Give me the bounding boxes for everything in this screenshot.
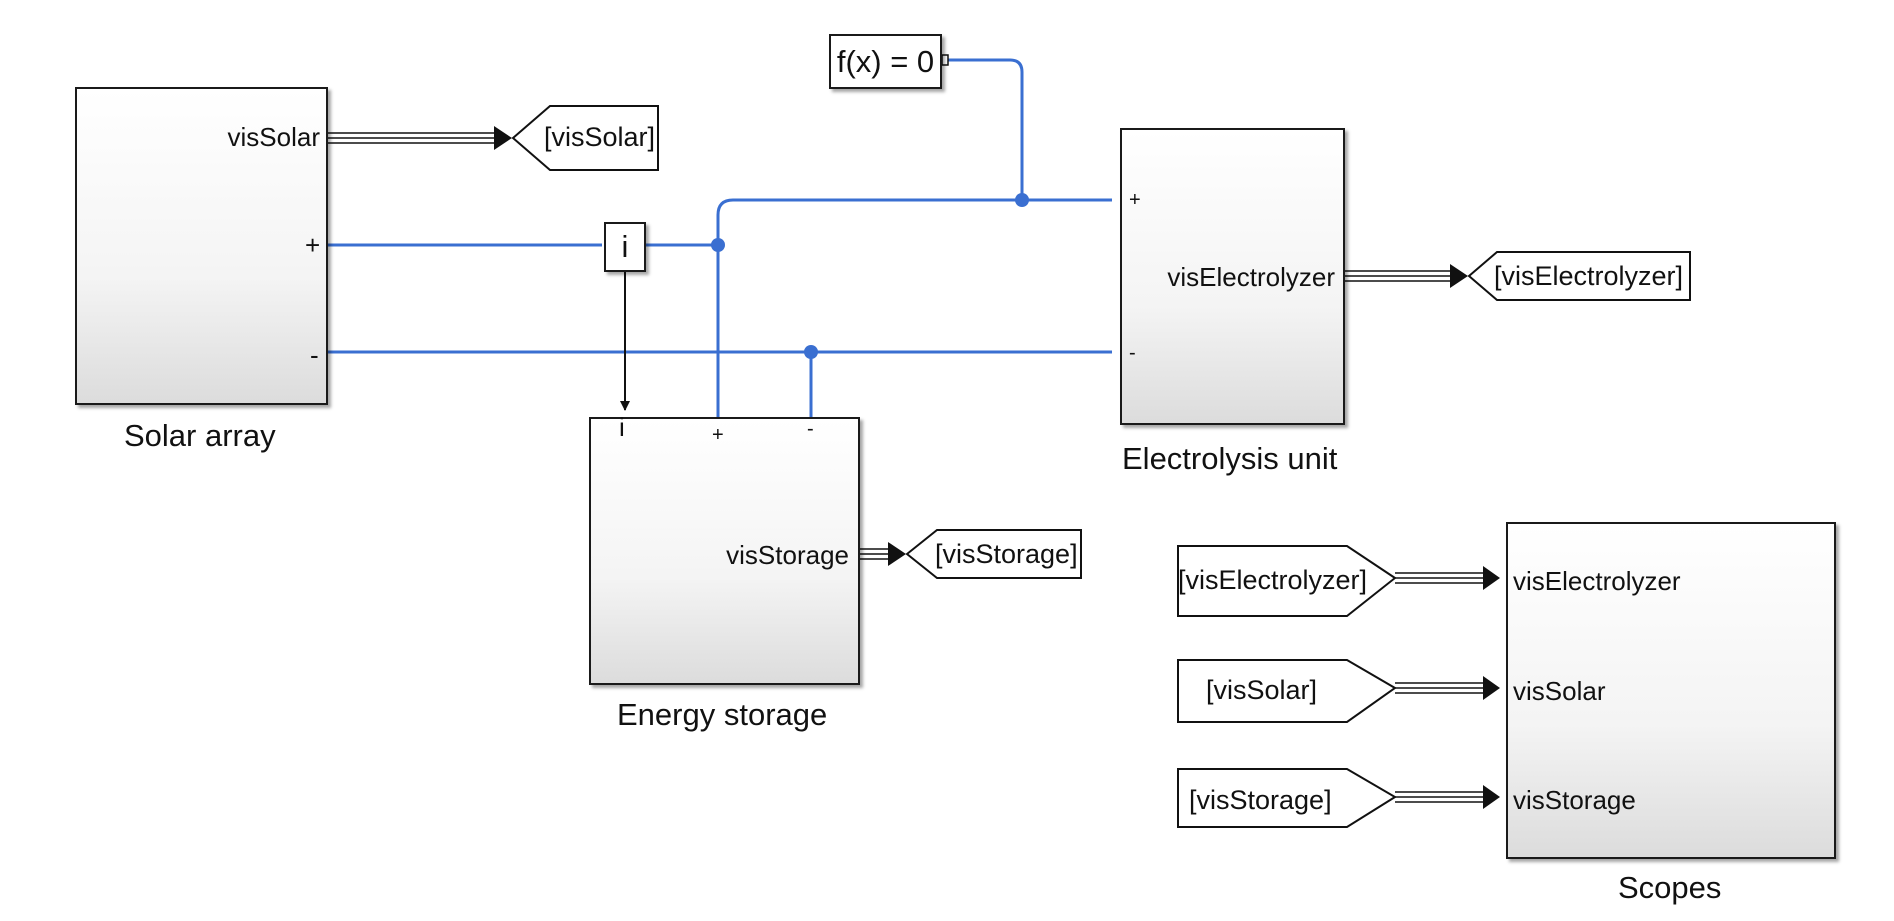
solver-connection-line[interactable] — [948, 58, 1024, 200]
scopes-block[interactable] — [1506, 522, 1836, 859]
current-sensor-block[interactable]: i — [604, 222, 646, 272]
energy-storage-block[interactable] — [589, 417, 860, 685]
from-electrolyzer-label: [visElectrolyzer] — [1178, 565, 1368, 595]
electrolysis-plus-port-label: + — [1129, 189, 1141, 211]
arrowhead-icon — [494, 126, 512, 150]
from-storage-shape[interactable] — [1177, 768, 1397, 828]
junction-dots — [711, 193, 1029, 359]
junction-dot — [1015, 193, 1029, 207]
solar-array-title: Solar array — [124, 418, 276, 453]
goto-storage-label: [visStorage] — [935, 539, 1078, 569]
solar-bus-line[interactable] — [328, 132, 494, 144]
bus-signal-lines — [328, 132, 1483, 803]
energy-storage-title: Energy storage — [617, 697, 828, 732]
bus-arrowheads — [494, 126, 1500, 809]
goto-storage-shape[interactable] — [905, 529, 1082, 579]
junction-dot — [711, 238, 725, 252]
from-solar-label: [visSolar] — [1206, 675, 1318, 705]
goto-solar-label: [visSolar] — [544, 122, 656, 152]
storage-plus-port-label: + — [712, 424, 724, 446]
arrowhead-icon — [888, 542, 906, 566]
electrolyzer-bus-line[interactable] — [1340, 270, 1450, 282]
solver-configuration-block[interactable]: f(x) = 0 — [829, 34, 942, 89]
scope-bus-line-3[interactable] — [1395, 791, 1483, 803]
arrowhead-icon — [1483, 566, 1500, 590]
solar-plus-port-label: + — [305, 230, 321, 260]
solver-label: f(x) = 0 — [836, 43, 935, 79]
goto-electrolyzer-label: [visElectrolyzer] — [1494, 261, 1684, 291]
arrowhead-icon — [1483, 676, 1500, 700]
from-storage-label: [visStorage] — [1189, 785, 1332, 815]
electrolysis-minus-port-label: - — [1129, 342, 1136, 364]
storage-vis-port-label: visStorage — [726, 540, 849, 570]
electrolysis-vis-port-label: visElectrolyzer — [1167, 262, 1335, 292]
scopes-port-visSolar: visSolar — [1513, 676, 1606, 706]
electrolysis-unit-title: Electrolysis unit — [1122, 441, 1338, 476]
current-sensor-label: i — [621, 229, 629, 264]
scope-bus-line-2[interactable] — [1395, 682, 1483, 694]
solver-port — [941, 54, 949, 66]
junction-dot — [804, 345, 818, 359]
goto-tag-shapes — [511, 105, 1691, 579]
scope-bus-line-1[interactable] — [1395, 572, 1483, 584]
bus-to-electrolyzer-plus-line[interactable] — [716, 198, 1112, 245]
goto-solar-shape[interactable] — [511, 105, 659, 171]
storage-bus-line[interactable] — [857, 548, 888, 560]
solar-vis-port-label: visSolar — [227, 122, 320, 152]
electrolysis-unit-block[interactable] — [1120, 128, 1345, 425]
from-electrolyzer-shape[interactable] — [1177, 545, 1397, 617]
arrowhead-icon — [1483, 785, 1500, 809]
storage-i-port-label: i — [619, 412, 625, 442]
storage-minus-port-label: - — [807, 418, 814, 440]
from-tag-shapes — [1177, 545, 1397, 828]
scopes-port-visStorage: visStorage — [1513, 785, 1636, 815]
solar-array-block[interactable] — [75, 87, 328, 405]
arrowhead-icon — [1450, 264, 1468, 288]
from-solar-shape[interactable] — [1177, 659, 1397, 723]
solar-minus-port-label: - — [310, 340, 319, 370]
goto-electrolyzer-shape[interactable] — [1467, 251, 1691, 301]
scopes-title: Scopes — [1618, 870, 1722, 905]
physical-connections — [323, 58, 1112, 419]
scopes-port-visElectrolyzer: visElectrolyzer — [1513, 566, 1681, 596]
